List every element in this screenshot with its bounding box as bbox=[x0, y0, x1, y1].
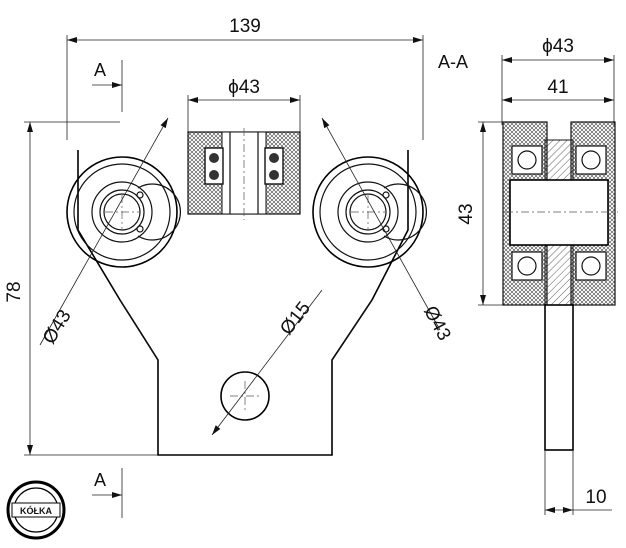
section-view: A-A ϕ43 41 43 10 bbox=[438, 36, 618, 515]
section-mark-top: A bbox=[94, 60, 106, 80]
section-axle bbox=[509, 179, 609, 246]
dim-overall-width: 139 bbox=[229, 16, 261, 37]
dim-line-left-wheel bbox=[39, 117, 169, 346]
dim-line-hole bbox=[211, 289, 323, 436]
center-bearing bbox=[187, 128, 301, 220]
dim-section-width: 41 bbox=[547, 77, 568, 98]
kolka-logo: KÓŁKA bbox=[6, 480, 66, 540]
left-circlip bbox=[137, 183, 181, 241]
right-wheel bbox=[312, 156, 427, 268]
dim-line-right-wheel bbox=[321, 117, 441, 331]
dim-height: 78 bbox=[4, 281, 25, 302]
dim-section-height: 43 bbox=[456, 203, 477, 224]
right-circlip bbox=[383, 183, 427, 241]
dim-right-wheel: Ø43 bbox=[419, 303, 454, 345]
front-view: 139 A A 78 Ø43 bbox=[4, 16, 455, 518]
dim-section-outer: ϕ43 bbox=[542, 36, 574, 57]
body-outline bbox=[77, 150, 409, 456]
dim-shaft-width: 10 bbox=[585, 487, 606, 508]
dim-center-bearing: ϕ43 bbox=[228, 77, 260, 98]
section-mark-bottom: A bbox=[94, 470, 106, 490]
dim-left-wheel: Ø43 bbox=[39, 306, 76, 348]
left-wheel bbox=[66, 156, 181, 268]
logo-text: KÓŁKA bbox=[20, 505, 52, 516]
section-title: A-A bbox=[438, 52, 468, 72]
mounting-hole bbox=[220, 371, 270, 421]
body-taper-lines bbox=[119, 299, 373, 361]
dim-hole: Ø15 bbox=[276, 298, 315, 339]
section-stem bbox=[544, 304, 574, 451]
